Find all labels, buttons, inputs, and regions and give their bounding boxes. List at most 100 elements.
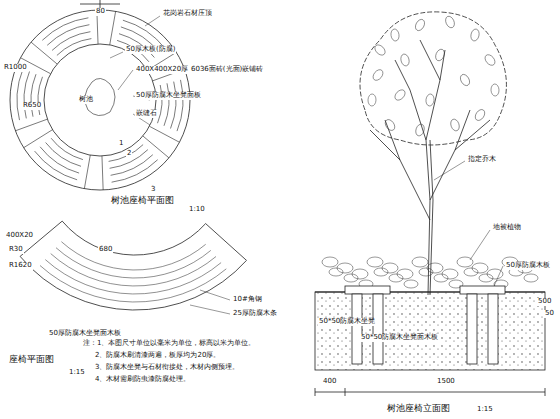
cad-stroke — [397, 269, 413, 279]
annotation-label: 400X20 — [5, 232, 34, 240]
cad-stroke — [112, 160, 158, 183]
annotation-label: 50*50防腐木坐凳面木板 — [360, 334, 439, 342]
cad-stroke — [352, 269, 368, 279]
cad-stroke — [472, 263, 488, 273]
cad-stroke — [110, 150, 148, 169]
cad-stroke — [374, 268, 388, 276]
annotation-label: 树池 — [78, 96, 94, 104]
cad-stroke — [52, 32, 90, 51]
cad-stroke — [479, 274, 493, 282]
annotation-label: 1500 — [436, 378, 456, 386]
annotation-label: 1:10 — [188, 206, 206, 214]
view-title: 座椅平面图 — [8, 355, 55, 365]
cad-stroke — [382, 263, 398, 273]
cad-stroke — [367, 257, 383, 267]
cad-stroke — [414, 18, 427, 32]
cad-stroke — [390, 29, 400, 42]
cad-stroke — [337, 263, 353, 273]
view-title: 树池座椅平面图 — [110, 196, 175, 206]
annotation-label: R1000 — [3, 64, 28, 72]
annotation-label: R30 — [8, 246, 24, 254]
cad-stroke — [427, 263, 443, 273]
cad-stroke — [444, 15, 456, 29]
cad-stroke — [371, 68, 385, 82]
cad-stroke — [368, 94, 376, 106]
cad-stroke — [46, 143, 81, 167]
annotation-label: 3 — [150, 186, 156, 194]
annotation-label: 嵌缝石 — [135, 110, 158, 118]
cad-stroke — [400, 53, 411, 67]
cad-stroke — [24, 130, 53, 148]
annotation-label: 10#角钢 — [232, 296, 263, 304]
annotation-label: 25厚防腐木条 — [232, 310, 278, 318]
cad-stroke — [110, 11, 116, 44]
annotation-label: 2、防腐木刷清漆两遍，板厚均为20厚。 — [94, 352, 221, 360]
cad-stroke — [373, 43, 387, 57]
cad-stroke — [40, 147, 79, 173]
cad-stroke — [434, 48, 446, 62]
cad-stroke — [35, 151, 78, 180]
cad-stroke — [20, 221, 246, 310]
annotation-label: 50厚木板(防腐) — [125, 46, 176, 54]
cad-stroke — [322, 257, 338, 267]
cad-stroke — [51, 138, 83, 159]
annotation-label: 50厚防腐木板 — [505, 262, 551, 270]
annotation-label: 花岗岩石材压顶 — [162, 10, 213, 18]
cad-stroke — [111, 155, 153, 176]
cad-stroke — [109, 145, 144, 162]
annotation-label: 400 — [322, 378, 337, 386]
cad-stroke — [524, 274, 538, 282]
cad-stroke — [164, 83, 169, 126]
cad-stroke — [143, 136, 169, 158]
cad-stroke — [393, 88, 407, 102]
annotation-label: 1:15 — [68, 369, 86, 377]
cad-stroke — [57, 39, 92, 56]
annotation-label: 50*50防腐木坐凳 — [318, 318, 376, 326]
cad-stroke — [419, 268, 433, 276]
cad-stroke — [56, 248, 211, 278]
cad-stroke — [31, 42, 57, 64]
cad-stroke — [491, 84, 500, 96]
annotation-label: 6036面砖(光面)嵌铺砖 — [190, 66, 264, 74]
cad-stroke — [177, 80, 183, 131]
cad-stroke — [17, 69, 23, 120]
cad-stroke — [487, 269, 503, 279]
cad-stroke — [31, 74, 36, 117]
cad-stroke — [344, 274, 358, 282]
annotation-label: 50厚防腐木坐凳面板 — [135, 92, 202, 100]
cad-stroke — [412, 257, 428, 267]
annotation-label: R1620 — [8, 262, 33, 270]
cad-stroke — [171, 82, 176, 129]
cad-stroke — [442, 269, 458, 279]
view-title: 树池座椅立面图 — [386, 404, 451, 414]
cad-stroke — [404, 280, 418, 288]
cad-stroke — [51, 254, 216, 286]
cad-stroke — [158, 85, 163, 123]
cad-stroke — [123, 20, 165, 49]
cad-stroke — [414, 123, 425, 137]
cad-stroke — [15, 119, 47, 131]
annotation-label: 注：1、本图尺寸单位以毫米为单位，标高以米为单位。 — [82, 340, 256, 348]
annotation-label: 1:15 — [476, 406, 494, 414]
cad-stroke — [425, 94, 434, 107]
cad-stroke — [102, 156, 103, 190]
cad-stroke — [389, 274, 403, 282]
cad-stroke — [470, 28, 480, 41]
annotation-label: 1 — [118, 140, 124, 148]
cad-stroke — [149, 126, 179, 142]
annotation-label: 4、木材需刷防虫漆防腐处理。 — [94, 376, 191, 384]
cad-stroke — [206, 224, 247, 261]
annotation-label: 680 — [98, 246, 113, 254]
annotation-label: 80 — [95, 8, 106, 16]
cad-stroke — [42, 18, 88, 41]
cad-stroke — [383, 118, 396, 132]
annotation-label: 50厚防腐木坐凳面木板 — [48, 330, 122, 338]
cad-stroke — [464, 268, 478, 276]
cad-stroke — [483, 53, 497, 67]
annotation-label: 2 — [126, 150, 132, 158]
annotation-label: R650 — [22, 102, 42, 110]
cad-stroke — [434, 274, 448, 282]
cad-stroke — [459, 73, 472, 87]
